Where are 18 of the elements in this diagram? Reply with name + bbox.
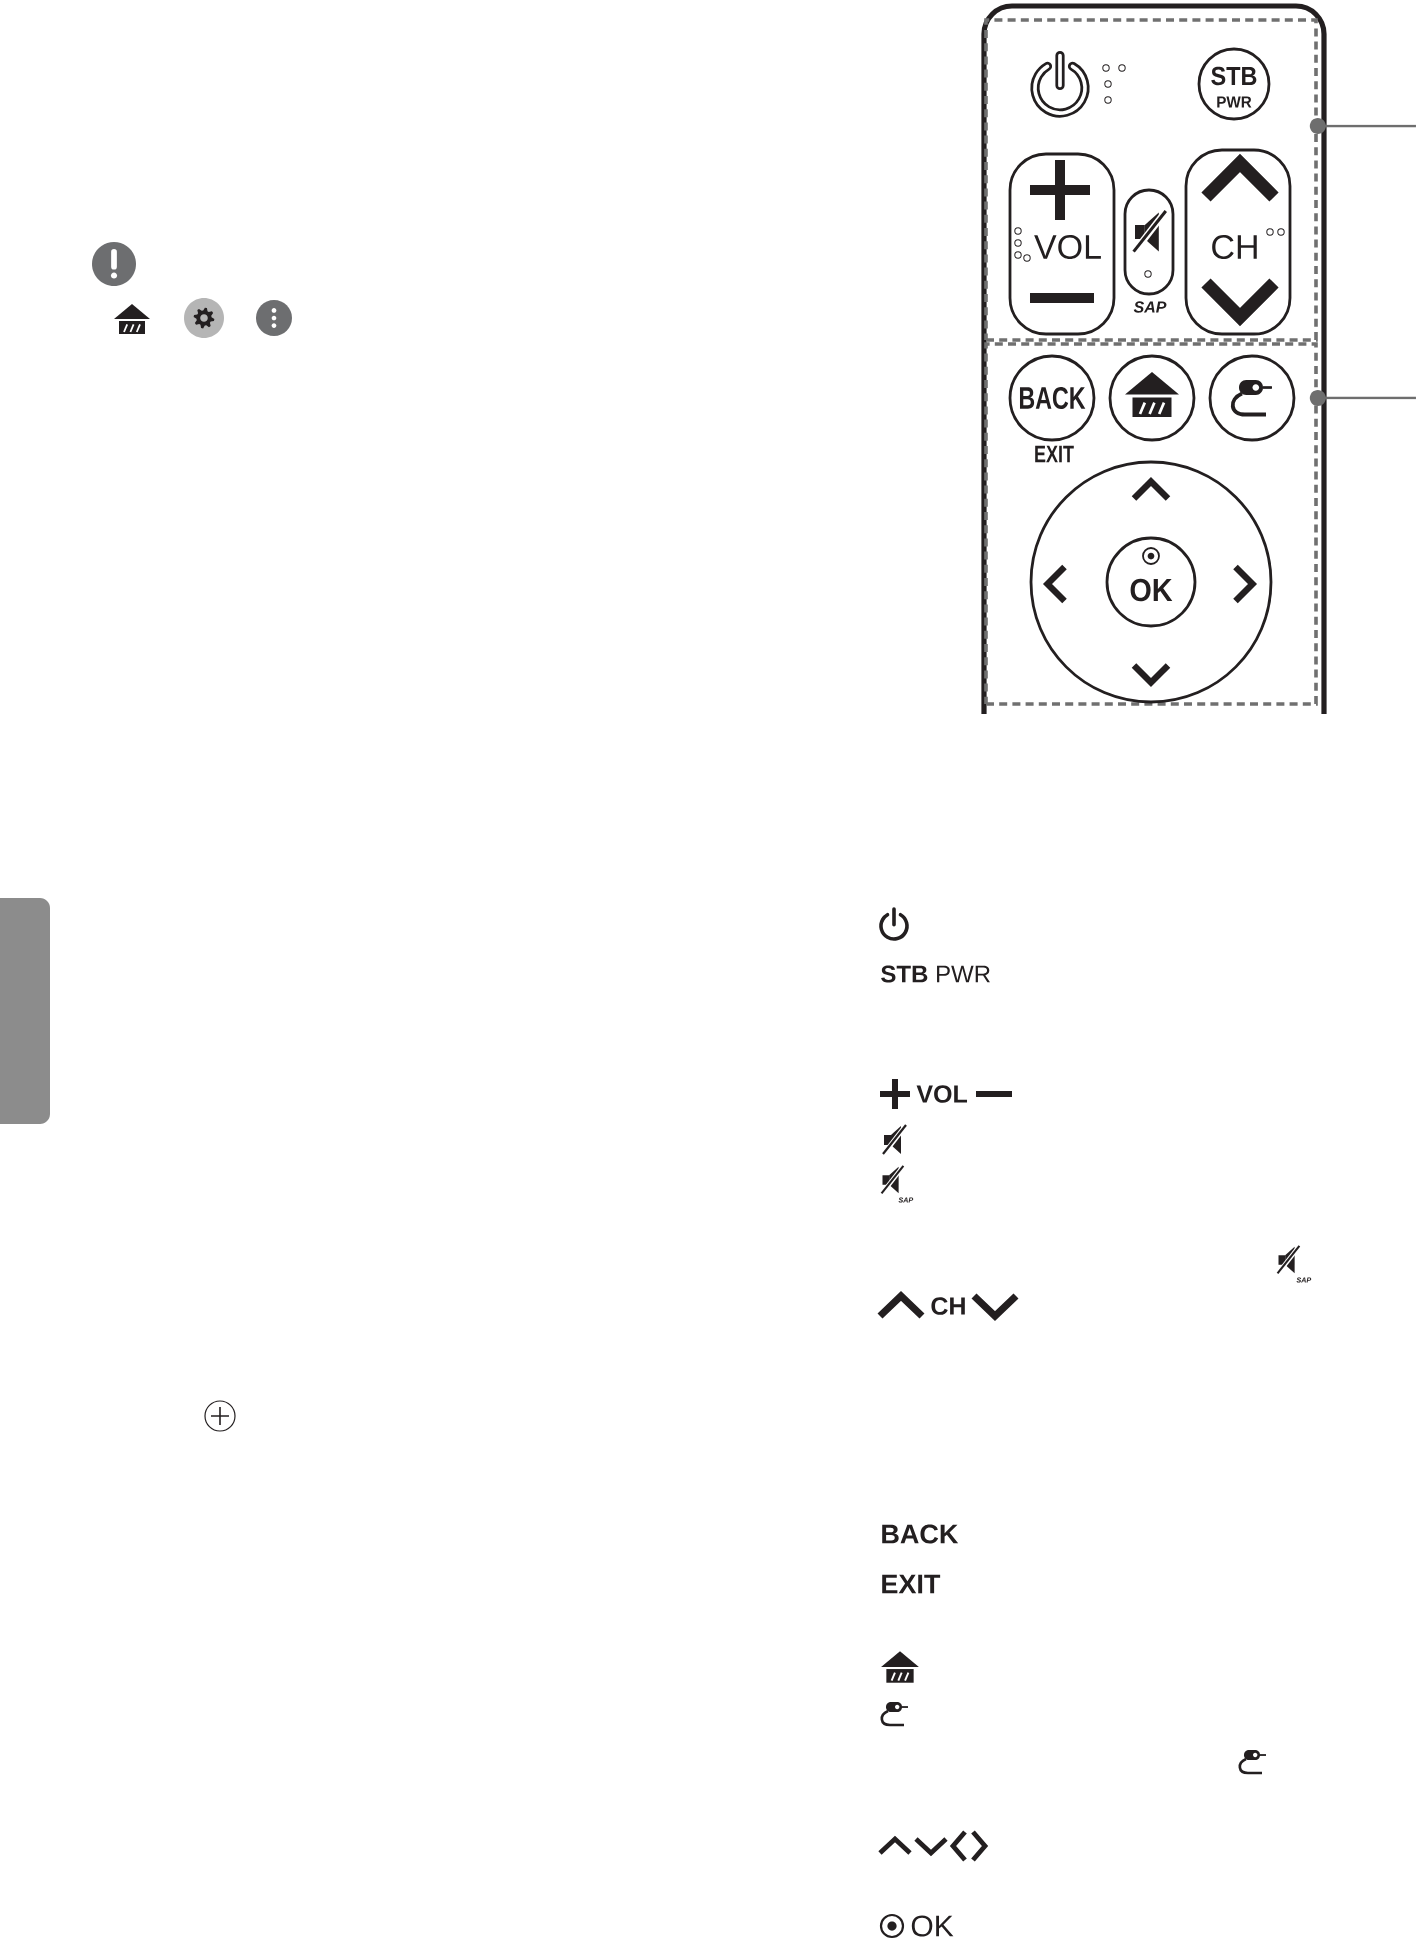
channel-rocker: CH [1184,148,1292,336]
dashed-region-frame [984,18,1318,342]
button-caption: EXIT [1035,445,1074,463]
dashed-region-frame [984,342,1318,706]
side-tab [0,898,50,1124]
volume-rocker: VOL [1008,152,1116,336]
key-label: EXIT [882,1574,941,1594]
key-label: OK [911,1915,954,1937]
key-label: STB PWR [881,965,990,983]
leader-line [1309,118,1416,134]
round-button: OK [1105,536,1197,628]
mute-button: SAP [1123,188,1175,313]
round-button: STB PWR [1197,47,1271,121]
key-label: CH [931,1297,965,1315]
round-button: BACK [1008,354,1096,442]
leader-line [1309,390,1416,406]
key-label: VOL [916,1085,967,1103]
key-label: BACK [882,1524,959,1544]
